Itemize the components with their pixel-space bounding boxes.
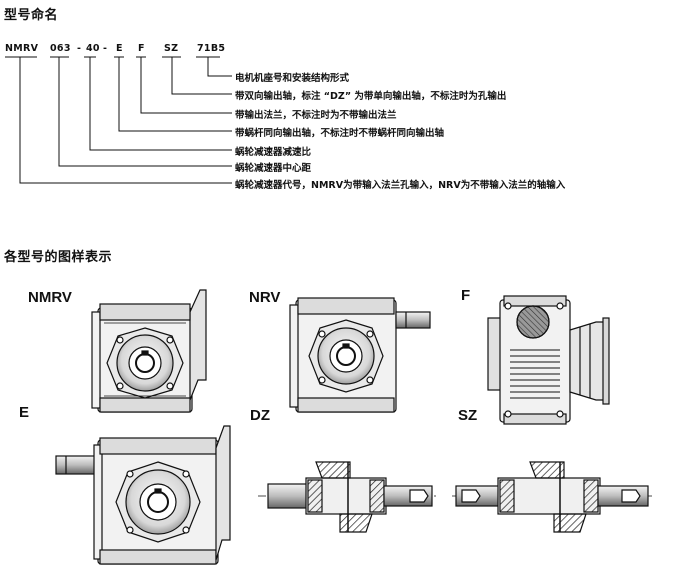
dz-output-shaft-drawing xyxy=(258,461,436,533)
code-part-motor: 71B5 xyxy=(197,43,226,54)
code-part-f: F xyxy=(138,43,145,54)
desc-worm-shaft: 带蜗杆同向输出轴，不标注时不带蜗杆同向输出轴 xyxy=(235,128,445,139)
section-title-drawings: 各型号的图样表示 xyxy=(4,250,113,265)
code-part-series: NMRV xyxy=(5,43,39,54)
figure-label-f: F xyxy=(461,287,471,304)
figure-label-dz: DZ xyxy=(250,407,270,424)
figure-label-sz: SZ xyxy=(458,407,478,424)
figure-label-nrv: NRV xyxy=(249,289,281,306)
nrv-gearbox-drawing xyxy=(289,297,431,413)
code-part-sz: SZ xyxy=(164,43,179,54)
sz-double-output-shaft-drawing xyxy=(452,461,654,533)
desc-series-code: 蜗轮减速器代号，NMRV为带输入法兰孔输入，NRV为不带输入法兰的轴输入 xyxy=(235,180,566,191)
desc-center-distance: 蜗轮减速器中心距 xyxy=(235,163,312,174)
code-part-e: E xyxy=(116,43,123,54)
nmrv-gearbox-drawing xyxy=(91,289,207,413)
desc-ratio: 蜗轮减速器减速比 xyxy=(235,147,312,158)
figure-label-e: E xyxy=(19,404,30,421)
f-flange-gearbox-drawing xyxy=(487,295,610,425)
code-part-dash-2: - xyxy=(103,43,108,54)
code-part-dash-1: - xyxy=(77,43,82,54)
desc-output-shaft: 带双向输出轴，标注 “DZ” 为带单向输出轴，不标注时为孔输出 xyxy=(235,91,507,102)
desc-output-flange: 带输出法兰，不标注时为不带输出法兰 xyxy=(235,110,397,121)
code-part-center-distance: 063 xyxy=(50,43,71,54)
e-worm-shaft-gearbox-drawing xyxy=(55,425,231,565)
code-part-ratio: 40 xyxy=(86,43,100,54)
figure-label-nmrv: NMRV xyxy=(28,289,72,306)
section-title-model-naming: 型号命名 xyxy=(4,8,59,23)
desc-motor-frame: 电机机座号和安装结构形式 xyxy=(235,73,350,84)
